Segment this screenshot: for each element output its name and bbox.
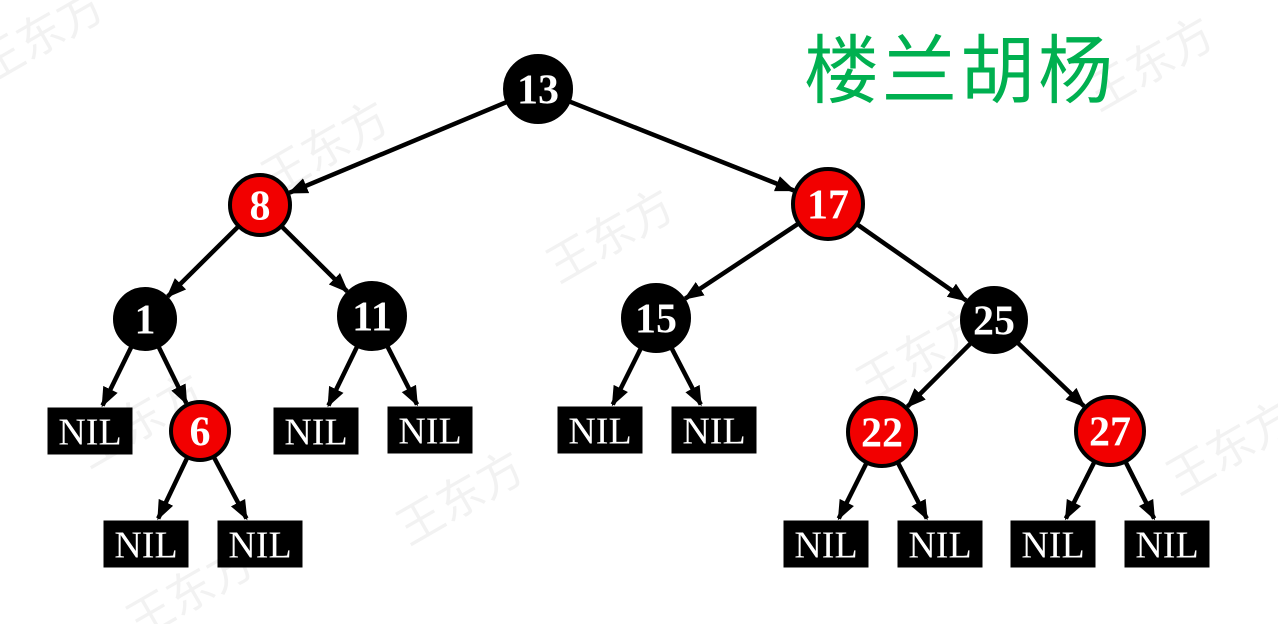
node-label: 13 [517, 68, 559, 114]
nil-leaf [387, 406, 473, 454]
tree-edge [896, 462, 929, 521]
node-label: 15 [635, 297, 677, 343]
tree-node-15 [621, 283, 691, 353]
nil-leaf [783, 520, 869, 568]
tree-edge [1063, 461, 1097, 521]
tree-node-13 [503, 54, 573, 124]
tree-node-22 [846, 396, 918, 468]
author-signature-text: 楼兰胡杨 [804, 29, 1117, 113]
tree-edge [669, 347, 703, 407]
node-label: 25 [973, 299, 1015, 345]
tree-edge [326, 345, 360, 408]
tree-edge [568, 99, 796, 193]
nil-label: NIL [398, 410, 461, 452]
tree-node-1 [113, 287, 177, 351]
nil-label: NIL [682, 410, 745, 452]
tree-edge [287, 100, 508, 195]
nil-leaf [47, 407, 133, 455]
nil-label: NIL [794, 524, 857, 566]
tree-edge [385, 345, 420, 407]
nil-label: NIL [908, 524, 971, 566]
tree-edge [610, 347, 643, 407]
nil-label: NIL [568, 410, 631, 452]
nil-label: NIL [1021, 524, 1084, 566]
nil-leaf [103, 520, 189, 568]
nil-leaf [273, 407, 359, 455]
tree-edge [156, 345, 189, 405]
node-label: 8 [250, 184, 271, 230]
tree-edge [166, 225, 240, 299]
nil-label: NIL [114, 524, 177, 566]
nil-label: NIL [58, 411, 121, 453]
tree-node-11 [337, 281, 407, 351]
tree-node-6 [169, 400, 231, 462]
tree-edge [280, 225, 349, 293]
nil-leaf [671, 406, 757, 454]
tree-edge [100, 345, 134, 408]
tree-edge [683, 222, 800, 301]
nil-leaf [217, 520, 303, 568]
nil-leaf [1124, 520, 1210, 568]
node-label: 11 [352, 295, 392, 341]
nil-leaf [557, 406, 643, 454]
tree-edge [856, 222, 968, 303]
tree-edge [1123, 461, 1157, 521]
tree-node-27 [1074, 395, 1146, 467]
node-label: 17 [807, 183, 849, 229]
tree-edge [1016, 341, 1086, 408]
tree-node-8 [228, 173, 292, 237]
nil-leaf [897, 520, 983, 568]
node-label: 6 [190, 410, 211, 456]
node-label: 1 [135, 298, 156, 344]
node-label: 22 [861, 411, 903, 457]
tree-edge [212, 456, 249, 521]
node-label: 27 [1089, 410, 1131, 456]
tree-node-25 [960, 286, 1028, 354]
nil-leaf [1010, 520, 1096, 568]
tree-edge [836, 462, 869, 521]
tree-node-17 [791, 167, 865, 241]
tree-edge [156, 457, 190, 521]
nil-label: NIL [1135, 524, 1198, 566]
nil-label: NIL [228, 524, 291, 566]
tree-edge [905, 341, 973, 409]
nil-label: NIL [284, 411, 347, 453]
